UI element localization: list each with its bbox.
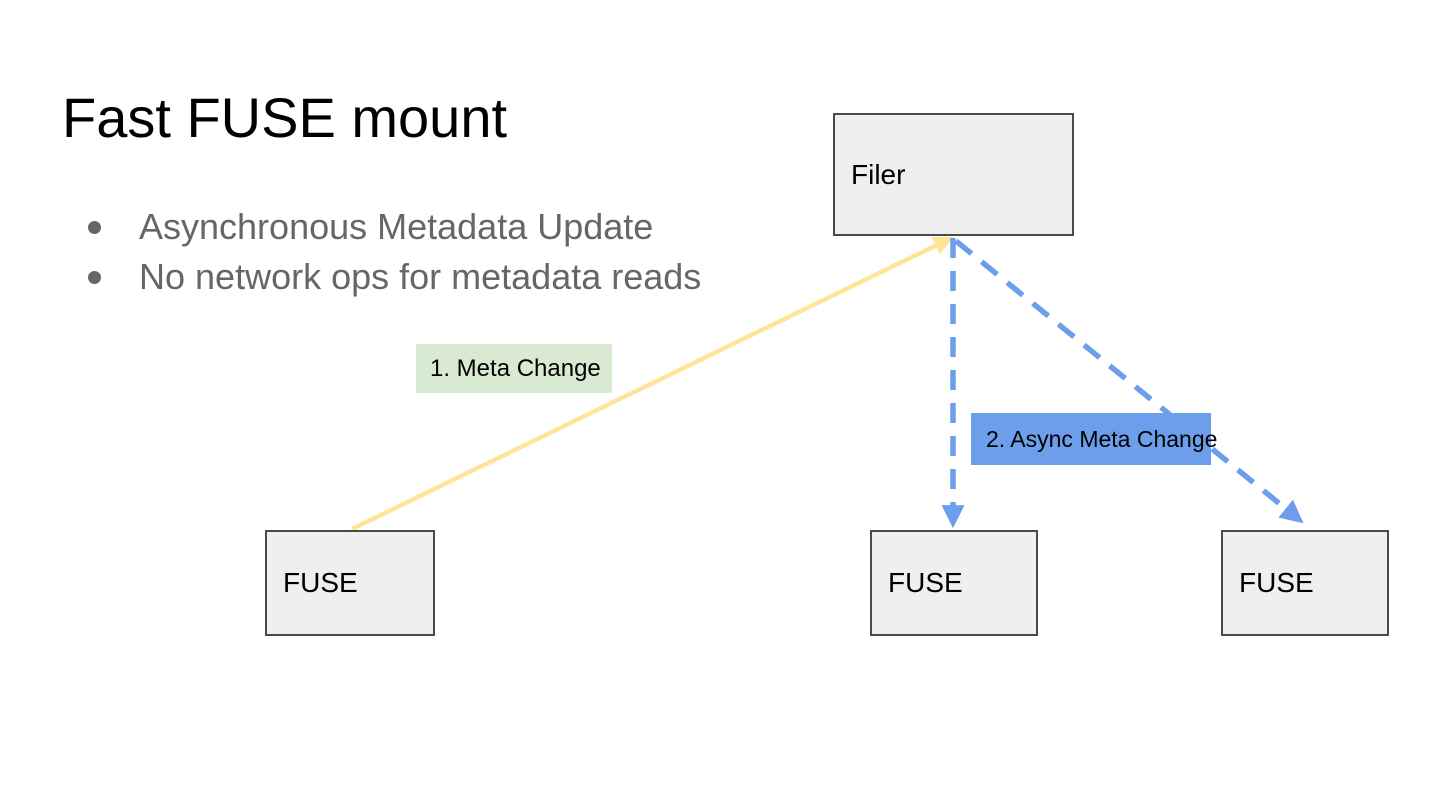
node-label: FUSE — [888, 567, 963, 598]
node-fuse-middle: FUSE — [870, 530, 1038, 636]
slide-title: Fast FUSE mount — [62, 86, 508, 149]
edge-label-meta-change: 1. Meta Change — [416, 344, 612, 393]
node-label: FUSE — [283, 567, 358, 598]
bullet-item: Asynchronous Metadata Update — [88, 202, 701, 252]
node-fuse-right: FUSE — [1221, 530, 1389, 636]
node-fuse-left: FUSE — [265, 530, 435, 636]
node-label: FUSE — [1239, 567, 1314, 598]
bullet-list: Asynchronous Metadata Update No network … — [88, 202, 701, 302]
edge-label-text: 2. Async Meta Change — [986, 425, 1218, 452]
bullet-text: Asynchronous Metadata Update — [139, 206, 654, 247]
node-filer: Filer — [833, 113, 1074, 236]
edge-label-text: 1. Meta Change — [430, 354, 601, 382]
edge-label-async-meta-change: 2. Async Meta Change — [971, 413, 1217, 465]
bullet-dot-icon — [88, 270, 101, 284]
bullet-dot-icon — [88, 220, 101, 234]
bullet-text: No network ops for metadata reads — [139, 256, 702, 297]
bullet-item: No network ops for metadata reads — [88, 252, 701, 302]
async-meta-change-arrow-right — [954, 238, 1304, 524]
node-label: Filer — [851, 158, 906, 190]
